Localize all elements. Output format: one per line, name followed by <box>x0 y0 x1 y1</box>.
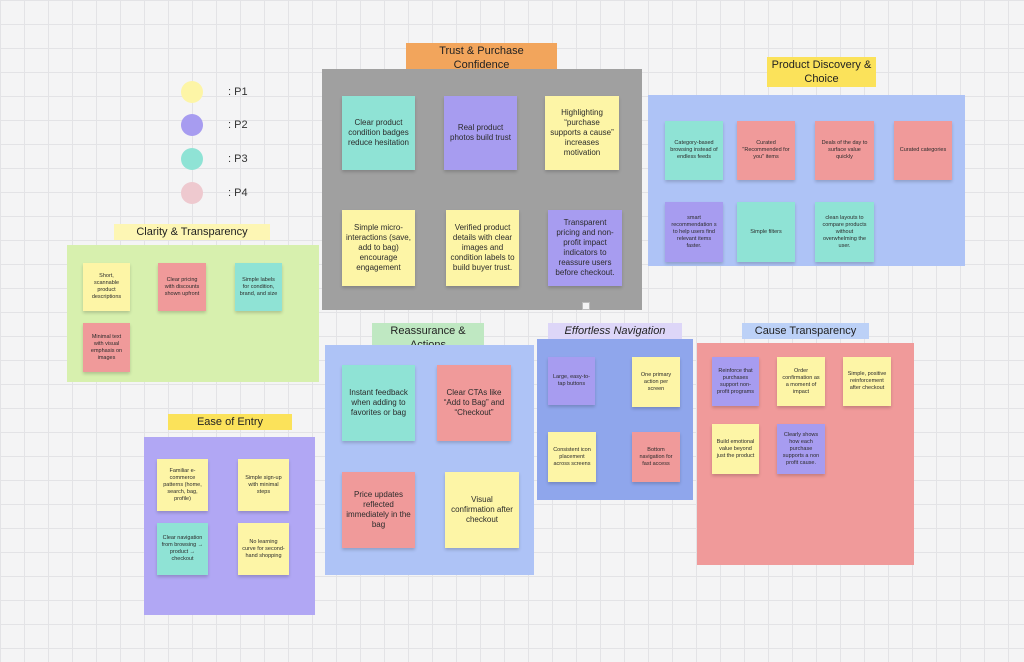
sticky-note[interactable]: Short, scannable product descriptions <box>83 263 130 311</box>
sticky-note[interactable]: Simple micro-interactions (save, add to … <box>342 210 415 286</box>
sticky-note[interactable]: Simple filters <box>737 202 795 262</box>
section-frame-reassurance[interactable]: Instant feedback when adding to favorite… <box>325 345 534 575</box>
sticky-note[interactable]: Build emotional value beyond just the pr… <box>712 424 759 474</box>
section-frame-discovery[interactable]: Category-based browsing instead of endle… <box>648 95 965 266</box>
sticky-note[interactable]: Verified product details with clear imag… <box>446 210 519 286</box>
sticky-note[interactable]: Order confirmation as a moment of impact <box>777 357 825 406</box>
section-frame-clarity[interactable]: Short, scannable product descriptions Cl… <box>67 245 319 382</box>
sticky-note[interactable]: Visual confirmation after checkout <box>445 472 519 548</box>
legend-label-p3: : P3 <box>228 153 248 165</box>
sticky-note[interactable]: Clearly shows how each purchase supports… <box>777 424 825 474</box>
section-frame-entry[interactable]: Familiar e-commerce patterns (home, sear… <box>144 437 315 615</box>
legend-dot-p4 <box>181 182 203 204</box>
sticky-note[interactable]: Bottom navigation for fast access <box>632 432 680 482</box>
sticky-note[interactable]: Clear pricing with discounts shown upfro… <box>158 263 206 311</box>
section-frame-navigation[interactable]: Large, easy-to-tap buttons One primary a… <box>537 339 693 500</box>
sticky-note[interactable]: Category-based browsing instead of endle… <box>665 121 723 180</box>
sticky-note[interactable]: Familiar e-commerce patterns (home, sear… <box>157 459 208 511</box>
sticky-note[interactable]: Reinforce that purchases support non-pro… <box>712 357 759 406</box>
sticky-note[interactable]: Simple labels for condition, brand, and … <box>235 263 282 311</box>
section-frame-cause[interactable]: Reinforce that purchases support non-pro… <box>697 343 914 565</box>
sticky-note[interactable]: Instant feedback when adding to favorite… <box>342 365 415 441</box>
sticky-note[interactable]: Large, easy-to-tap buttons <box>548 357 595 405</box>
section-title-navigation[interactable]: Effortless Navigation <box>548 323 682 339</box>
legend-label-p1: : P1 <box>228 86 248 98</box>
sticky-note[interactable]: Curated categories <box>894 121 952 180</box>
section-title-discovery[interactable]: Product Discovery & Choice <box>767 57 876 87</box>
section-title-clarity[interactable]: Clarity & Transparency <box>114 224 270 240</box>
sticky-note[interactable]: Simple, positive reinforcement after che… <box>843 357 891 406</box>
sticky-note[interactable]: Curated "Recommended for you" items <box>737 121 795 180</box>
sticky-note[interactable]: Simple sign-up with minimal steps <box>238 459 289 511</box>
resize-handle[interactable] <box>582 302 590 310</box>
sticky-note[interactable]: Real product photos build trust <box>444 96 517 170</box>
legend-dot-p3 <box>181 148 203 170</box>
sticky-note[interactable]: Transparent pricing and non-profit impac… <box>548 210 622 286</box>
sticky-note[interactable]: Clear product condition badges reduce he… <box>342 96 415 170</box>
sticky-note[interactable]: clean layouts to compare products withou… <box>815 202 874 262</box>
sticky-note[interactable]: One primary action per screen <box>632 357 680 407</box>
sticky-note[interactable]: Consistent icon placement across screens <box>548 432 596 482</box>
section-title-trust[interactable]: Trust & Purchase Confidence <box>406 43 557 73</box>
sticky-note[interactable]: No learning curve for second-hand shoppi… <box>238 523 289 575</box>
sticky-note[interactable]: smart recommendation s to help users fin… <box>665 202 723 262</box>
legend-label-p2: : P2 <box>228 119 248 131</box>
sticky-note[interactable]: Clear navigation from browsing → product… <box>157 523 208 575</box>
section-title-cause[interactable]: Cause Transparency <box>742 323 869 339</box>
sticky-note[interactable]: Clear CTAs like “Add to Bag” and “Checko… <box>437 365 511 441</box>
legend-dot-p2 <box>181 114 203 136</box>
legend-dot-p1 <box>181 81 203 103</box>
section-title-entry[interactable]: Ease of Entry <box>168 414 292 430</box>
sticky-note[interactable]: Price updates reflected immediately in t… <box>342 472 415 548</box>
sticky-note[interactable]: Highlighting “purchase supports a cause”… <box>545 96 619 170</box>
sticky-note[interactable]: Minimal text with visual emphasis on ima… <box>83 323 130 372</box>
legend-label-p4: : P4 <box>228 187 248 199</box>
sticky-note[interactable]: Deals of the day to surface value quickl… <box>815 121 874 180</box>
section-frame-trust[interactable]: Clear product condition badges reduce he… <box>322 69 642 310</box>
